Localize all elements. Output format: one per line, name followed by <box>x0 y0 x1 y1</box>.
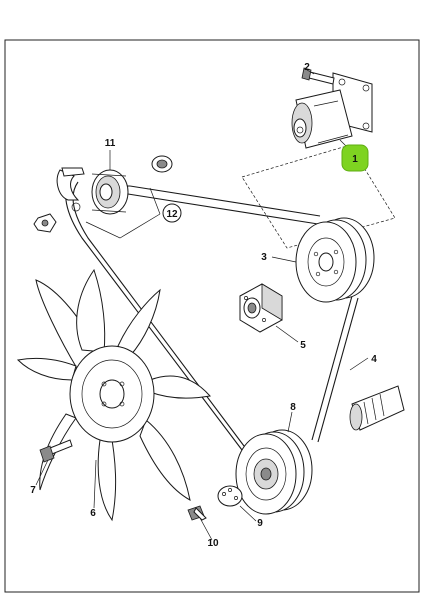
callout-3-label[interactable]: 3 <box>261 252 267 263</box>
callout-12-circle <box>162 203 182 223</box>
callout-8-label[interactable]: 8 <box>290 402 296 413</box>
crankshaft-pulley-part-8[interactable] <box>235 429 313 515</box>
callout-7-label[interactable]: 7 <box>30 485 36 496</box>
callout-1-label: 1 <box>352 154 358 165</box>
diagram-frame <box>4 39 420 593</box>
washer-part-9[interactable] <box>217 485 243 507</box>
callout-1-highlight <box>341 144 369 172</box>
callout-12[interactable]: 12 <box>162 203 182 223</box>
pulley-part-3[interactable] <box>295 217 375 303</box>
bolt-part-7[interactable] <box>39 439 73 463</box>
splined-shaft[interactable] <box>349 385 405 431</box>
callout-11-label[interactable]: 11 <box>105 138 116 149</box>
idler-pulley-part-11[interactable] <box>91 169 129 215</box>
callout-9-label[interactable]: 9 <box>257 518 263 529</box>
nut[interactable] <box>33 213 57 233</box>
callout-1[interactable]: 1 <box>341 144 369 172</box>
idler-bracket-part-12[interactable] <box>56 167 85 212</box>
callout-4-label[interactable]: 4 <box>371 354 377 365</box>
spacer-bushing[interactable] <box>151 155 173 173</box>
hub-spacer-part-5[interactable] <box>239 283 283 333</box>
callout-6-label[interactable]: 6 <box>90 508 96 519</box>
fan-belt-part-4[interactable] <box>65 177 359 455</box>
bolt-part-10[interactable] <box>187 505 207 521</box>
callout-2-label[interactable]: 2 <box>304 62 310 73</box>
callout-10-label[interactable]: 10 <box>207 538 219 549</box>
callout-5-label[interactable]: 5 <box>300 340 306 351</box>
callout-12-label: 12 <box>166 209 178 220</box>
fan-part-6[interactable] <box>16 268 211 522</box>
pump-assembly-part-1[interactable] <box>241 72 396 249</box>
